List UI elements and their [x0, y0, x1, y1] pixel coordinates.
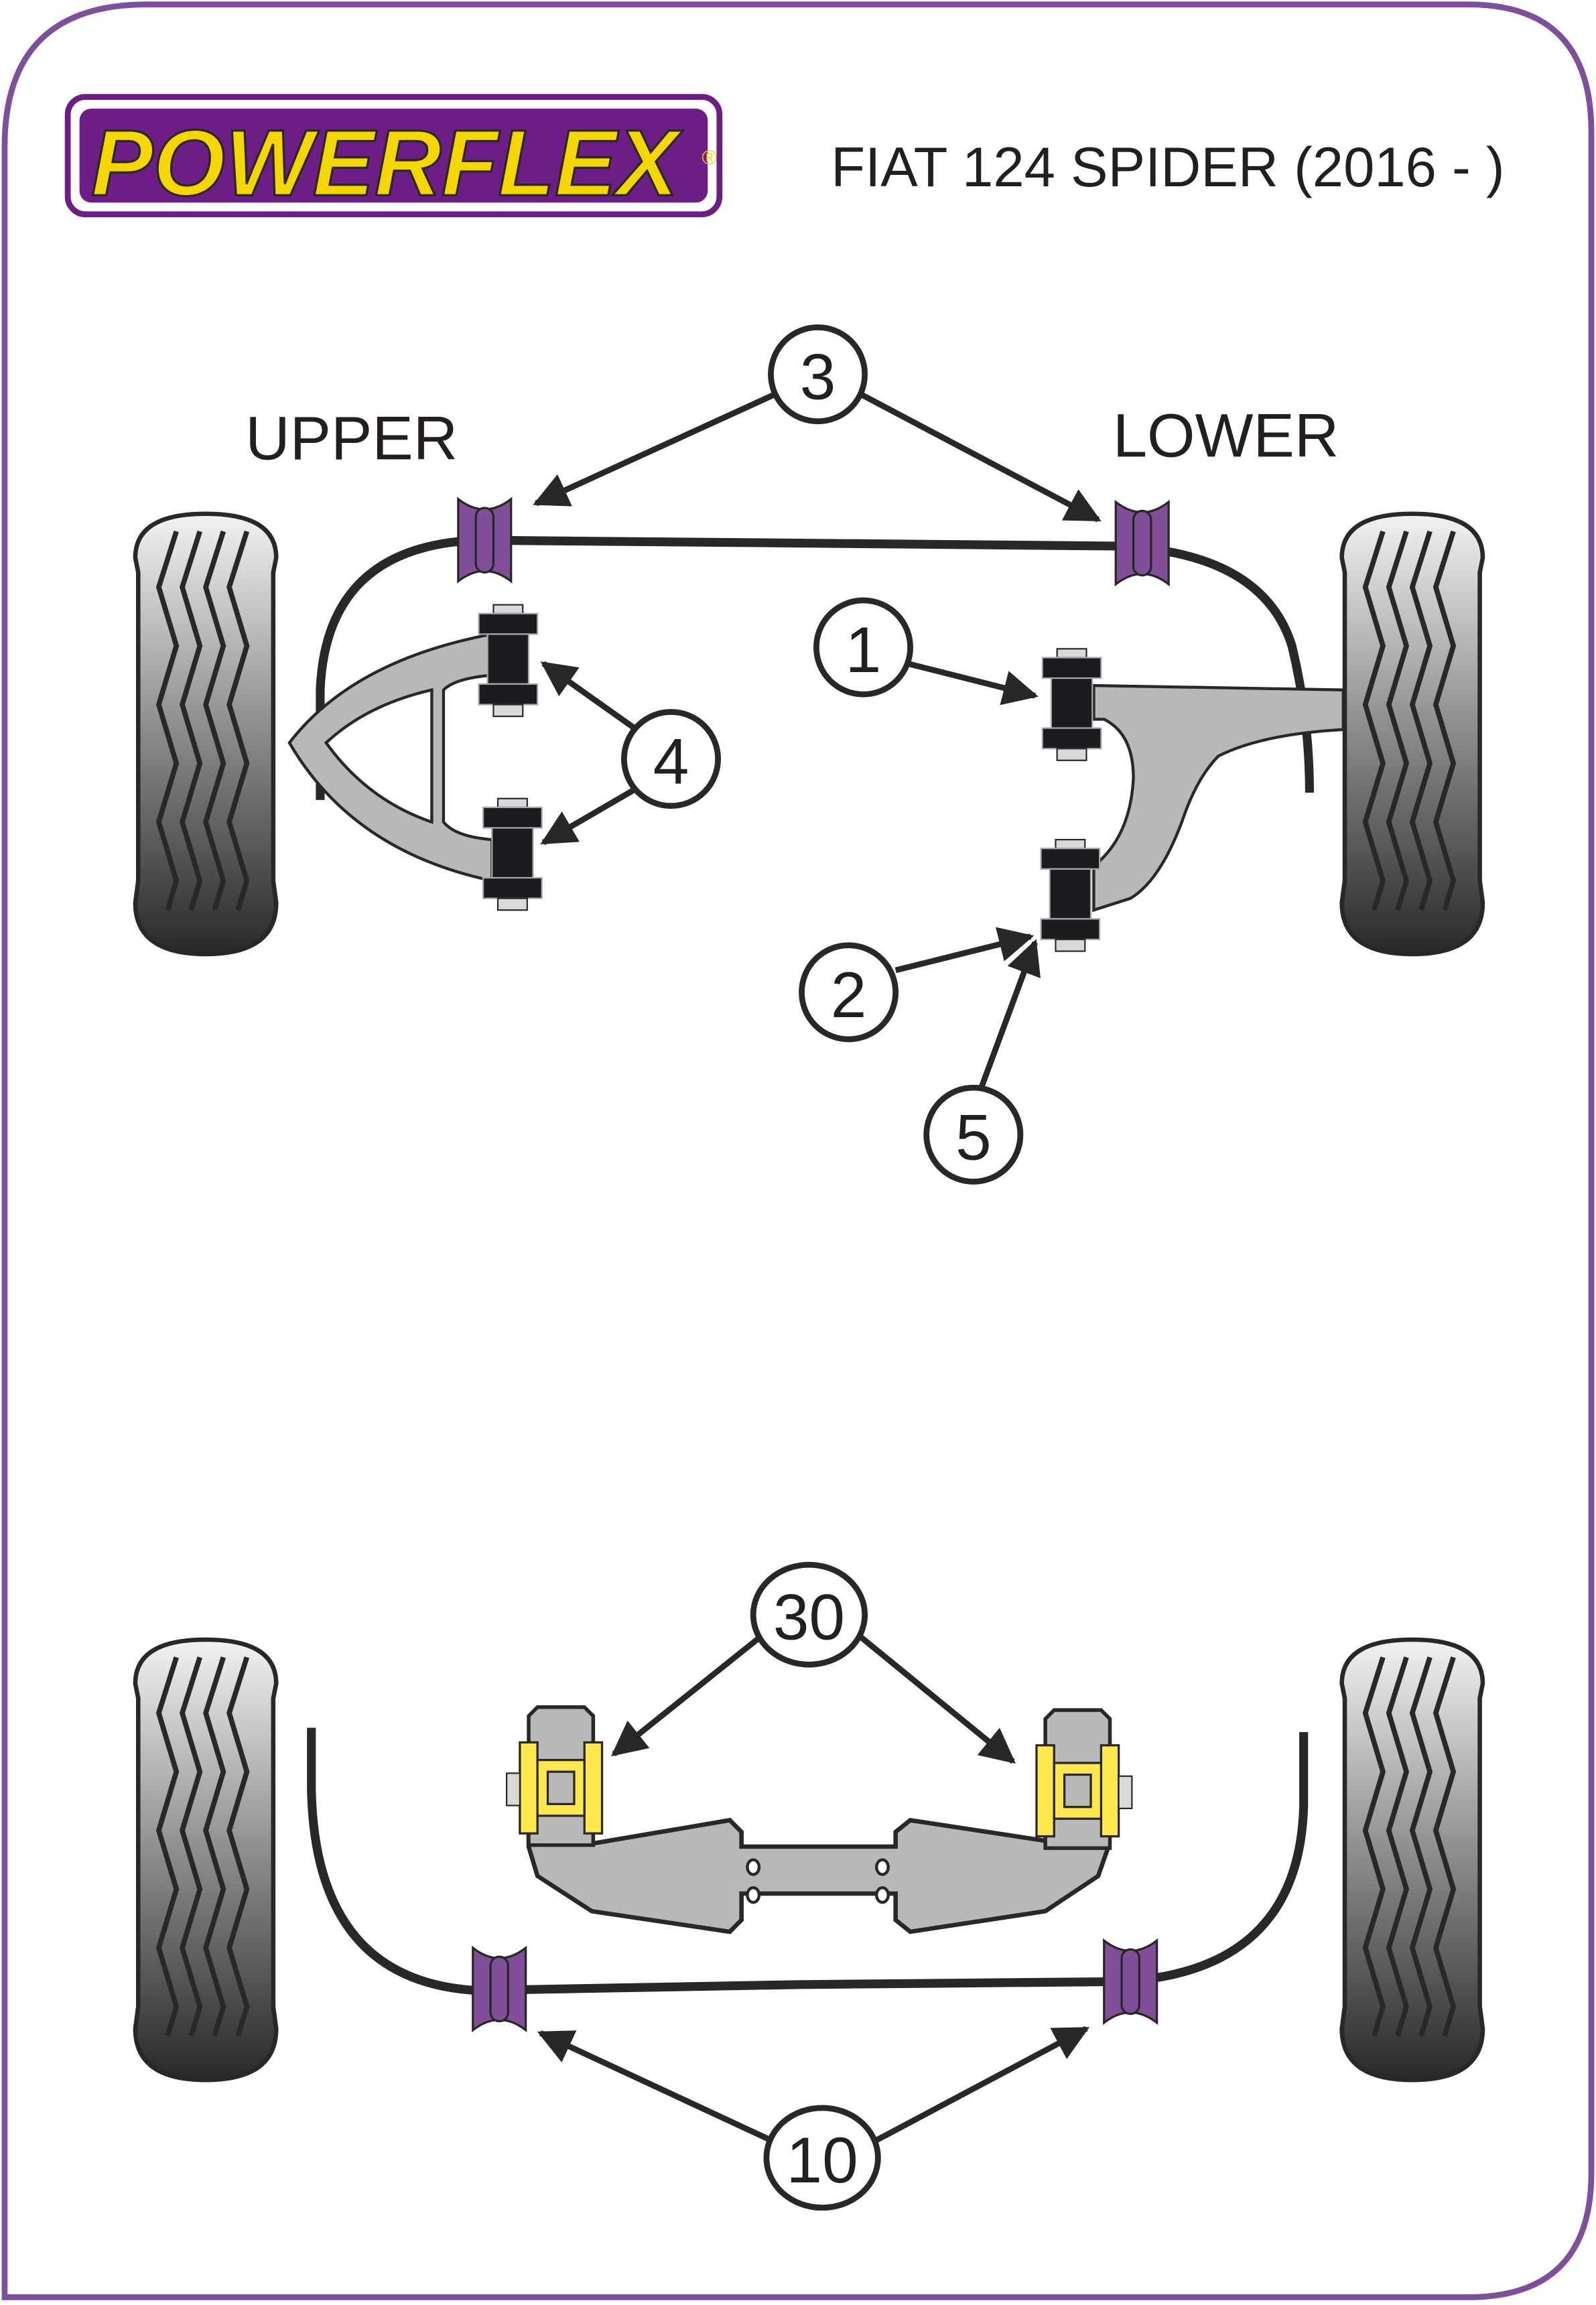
front-left-tyre: [135, 514, 276, 954]
subframe-mount-right: [1037, 1710, 1119, 1848]
page-title: FIAT 124 SPIDER (2016 - ): [831, 136, 1504, 198]
callout-10[interactable]: 10: [537, 2026, 1090, 2211]
lower-arm-bush-front: [1041, 648, 1102, 761]
logo-text: POWERFLEX: [91, 110, 683, 215]
label-upper: UPPER: [245, 405, 458, 473]
callout-5-label: 5: [955, 1102, 992, 1173]
callout-1[interactable]: 1: [813, 597, 1039, 706]
front-arb-bush-left: [457, 498, 513, 583]
subframe-mount-left: [520, 1707, 602, 1845]
upper-arm-bush-front: [478, 604, 539, 718]
registered-mark: ®: [702, 146, 718, 169]
subframe-bolt-right: [1118, 1775, 1133, 1810]
lower-arm-bush-rear: [1040, 838, 1101, 952]
callout-3-label: 3: [800, 342, 836, 413]
upper-wishbone: [287, 632, 494, 883]
lower-control-arm: [1092, 683, 1345, 913]
callout-2-label: 2: [831, 960, 867, 1031]
callout-10-label: 10: [787, 2125, 858, 2196]
callout-3[interactable]: 3: [533, 324, 1102, 523]
rear-anti-roll-bar: [307, 1727, 1309, 1995]
label-lower: LOWER: [1113, 401, 1339, 470]
callout-4[interactable]: 4: [540, 661, 721, 846]
rear-arb-bush-right: [1103, 1939, 1158, 2024]
upper-arm-bush-rear: [482, 797, 543, 911]
rear-subframe: [526, 1810, 1111, 1934]
subframe-bolt-left: [506, 1772, 521, 1806]
callout-2[interactable]: 2: [799, 927, 1035, 1043]
callout-30[interactable]: 30: [610, 1561, 1016, 1764]
callout-5[interactable]: 5: [923, 939, 1041, 1185]
subframe-holes: [746, 1858, 890, 1904]
front-suspension: UPPER LOWER 3 1: [135, 324, 1483, 1185]
rear-right-tyre: [1342, 1640, 1483, 2080]
rear-arb-bush-left: [472, 1947, 527, 2032]
callout-1-label: 1: [846, 614, 882, 686]
rear-suspension: 30 10: [135, 1561, 1483, 2211]
callout-4-label: 4: [653, 726, 689, 797]
front-right-tyre: [1342, 514, 1483, 954]
front-arb-bush-right: [1114, 501, 1170, 586]
powerflex-logo: POWERFLEX ®: [64, 94, 723, 218]
callout-30-label: 30: [773, 1582, 845, 1654]
rear-left-tyre: [135, 1640, 276, 2080]
